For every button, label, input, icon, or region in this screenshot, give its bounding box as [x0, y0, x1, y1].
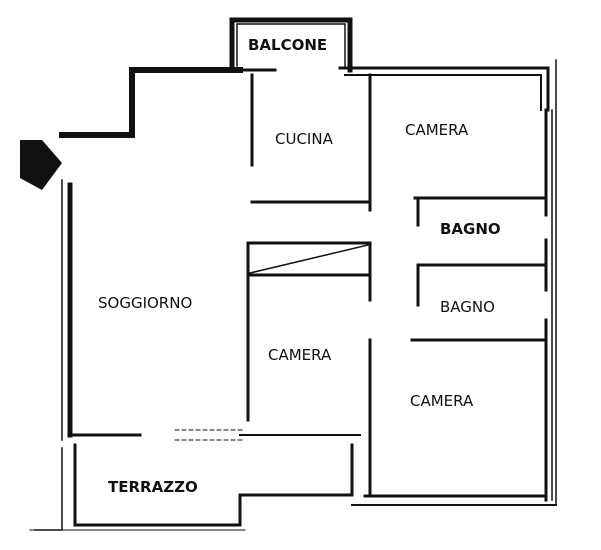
balcone-inner — [236, 23, 346, 67]
closet — [246, 241, 372, 277]
room-label-camera-right: CAMERA — [410, 392, 474, 410]
wall-north-east-inner — [344, 74, 542, 111]
terrazzo-outer — [34, 447, 63, 531]
balcone-outline — [229, 17, 353, 73]
wall-north-west — [59, 67, 243, 138]
room-label-bagno-1: BAGNO — [440, 220, 501, 238]
entrance-arrow-icon — [20, 140, 62, 190]
room-label-camera-top: CAMERA — [405, 121, 469, 139]
room-label-cucina: CUCINA — [275, 130, 333, 148]
room-label-soggiorno: SOGGIORNO — [98, 294, 193, 312]
room-label-camera-mid: CAMERA — [268, 346, 332, 364]
terrazzo-outline — [73, 443, 354, 527]
room-label-balcone: BALCONE — [248, 36, 328, 54]
closet-diagonal — [249, 244, 369, 274]
room-label-bagno-2: BAGNO — [440, 298, 495, 316]
wall-north-east — [338, 66, 550, 112]
room-label-terrazzo: TERRAZZO — [108, 478, 198, 496]
